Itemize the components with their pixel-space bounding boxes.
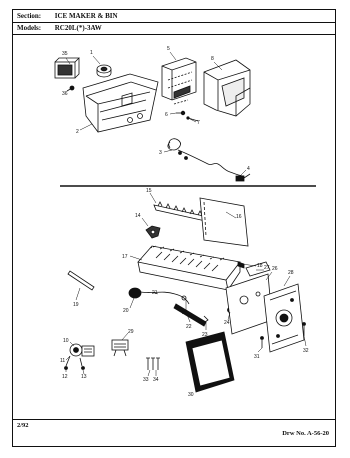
- label-19: 19: [73, 302, 79, 308]
- part-25-spring: [181, 295, 187, 301]
- label-32: 32: [303, 348, 309, 354]
- part-28-motor-module: [263, 283, 305, 353]
- part-1-cup: [96, 64, 112, 78]
- drawing-frame: Section: ICE MAKER & BIN Models: RC20L(*…: [12, 9, 336, 447]
- part-19-rod: [67, 270, 95, 291]
- part-7-pin: [186, 116, 199, 122]
- label-26: 26: [272, 266, 278, 272]
- part-29-valve: [111, 339, 129, 357]
- label-35: 35: [62, 51, 68, 57]
- label-21: 21: [152, 290, 158, 296]
- label-11: 11: [60, 358, 65, 364]
- part-17-ice-mold: [137, 245, 241, 291]
- label-23: 23: [202, 332, 208, 338]
- label-18: 18: [257, 263, 263, 269]
- leader-lines: [65, 51, 307, 393]
- label-6: 6: [165, 112, 168, 118]
- section-value: ICE MAKER & BIN: [54, 12, 118, 20]
- label-13: 13: [81, 374, 87, 380]
- part-8-deflector: [203, 59, 251, 117]
- part-32-screw: [302, 322, 306, 336]
- part-27-housing: [225, 273, 273, 335]
- part-26-support-plate: [245, 261, 271, 277]
- label-24: 24: [224, 320, 230, 326]
- part-number-labels: 35 1 5 8 36 6 7 2 3 4 15 14 16 17 18 27 …: [60, 46, 309, 398]
- header-divider: [13, 22, 335, 23]
- label-4: 4: [247, 166, 250, 172]
- label-33: 33: [143, 377, 149, 383]
- section-row: Section: ICE MAKER & BIN: [17, 12, 118, 20]
- part-2-ice-bin: [82, 73, 159, 133]
- part-6-clip: [176, 110, 186, 116]
- label-5: 5: [167, 46, 170, 52]
- part-33-34-screws: [146, 357, 160, 370]
- header-divider-2: [13, 34, 335, 35]
- label-36: 36: [62, 91, 68, 97]
- label-30: 30: [188, 392, 194, 398]
- part-10-switch-assembly: [64, 343, 95, 370]
- label-7: 7: [197, 120, 200, 126]
- label-2: 2: [76, 129, 79, 135]
- part-31-screw: [260, 336, 264, 348]
- label-10: 10: [63, 338, 69, 344]
- models-label: Models:: [17, 24, 42, 32]
- part-21-wire: [140, 291, 190, 305]
- part-3-heater-cord: [167, 138, 245, 177]
- label-28: 28: [288, 270, 294, 276]
- label-20: 20: [123, 308, 129, 314]
- part-18-fill-cup: [237, 261, 245, 269]
- part-35-motor-block: [54, 57, 80, 79]
- label-12: 12: [62, 374, 68, 380]
- part-16-cover-plate: [199, 197, 249, 247]
- part-22-shutoff-arm: [173, 303, 207, 327]
- part-30-cover: [185, 331, 235, 393]
- footer-divider: [13, 419, 335, 420]
- models-row: Models: RC20L(*)-3AW: [17, 24, 102, 32]
- drawing-number: Drw No. A-56-20: [282, 430, 329, 437]
- label-25: 25: [182, 310, 188, 316]
- label-14: 14: [135, 213, 141, 219]
- models-value: RC20L(*)-3AW: [54, 24, 102, 32]
- label-27: 27: [264, 265, 270, 271]
- label-29: 29: [128, 329, 134, 335]
- part-20-thermostat: [128, 287, 142, 299]
- part-36-screw: [66, 85, 75, 92]
- label-17: 17: [122, 254, 128, 260]
- footer-date: 2/92: [17, 422, 29, 429]
- label-16: 16: [236, 214, 242, 220]
- label-8: 8: [211, 56, 214, 62]
- part-23-clip: [203, 315, 209, 323]
- label-3: 3: [159, 150, 162, 156]
- part-5-chute-frame: [161, 57, 197, 105]
- label-22: 22: [186, 324, 192, 330]
- label-15: 15: [146, 188, 152, 194]
- label-31: 31: [254, 354, 260, 360]
- section-label: Section:: [17, 12, 42, 20]
- label-34: 34: [153, 377, 159, 383]
- label-1: 1: [90, 50, 93, 56]
- part-14-bearing: [145, 225, 161, 239]
